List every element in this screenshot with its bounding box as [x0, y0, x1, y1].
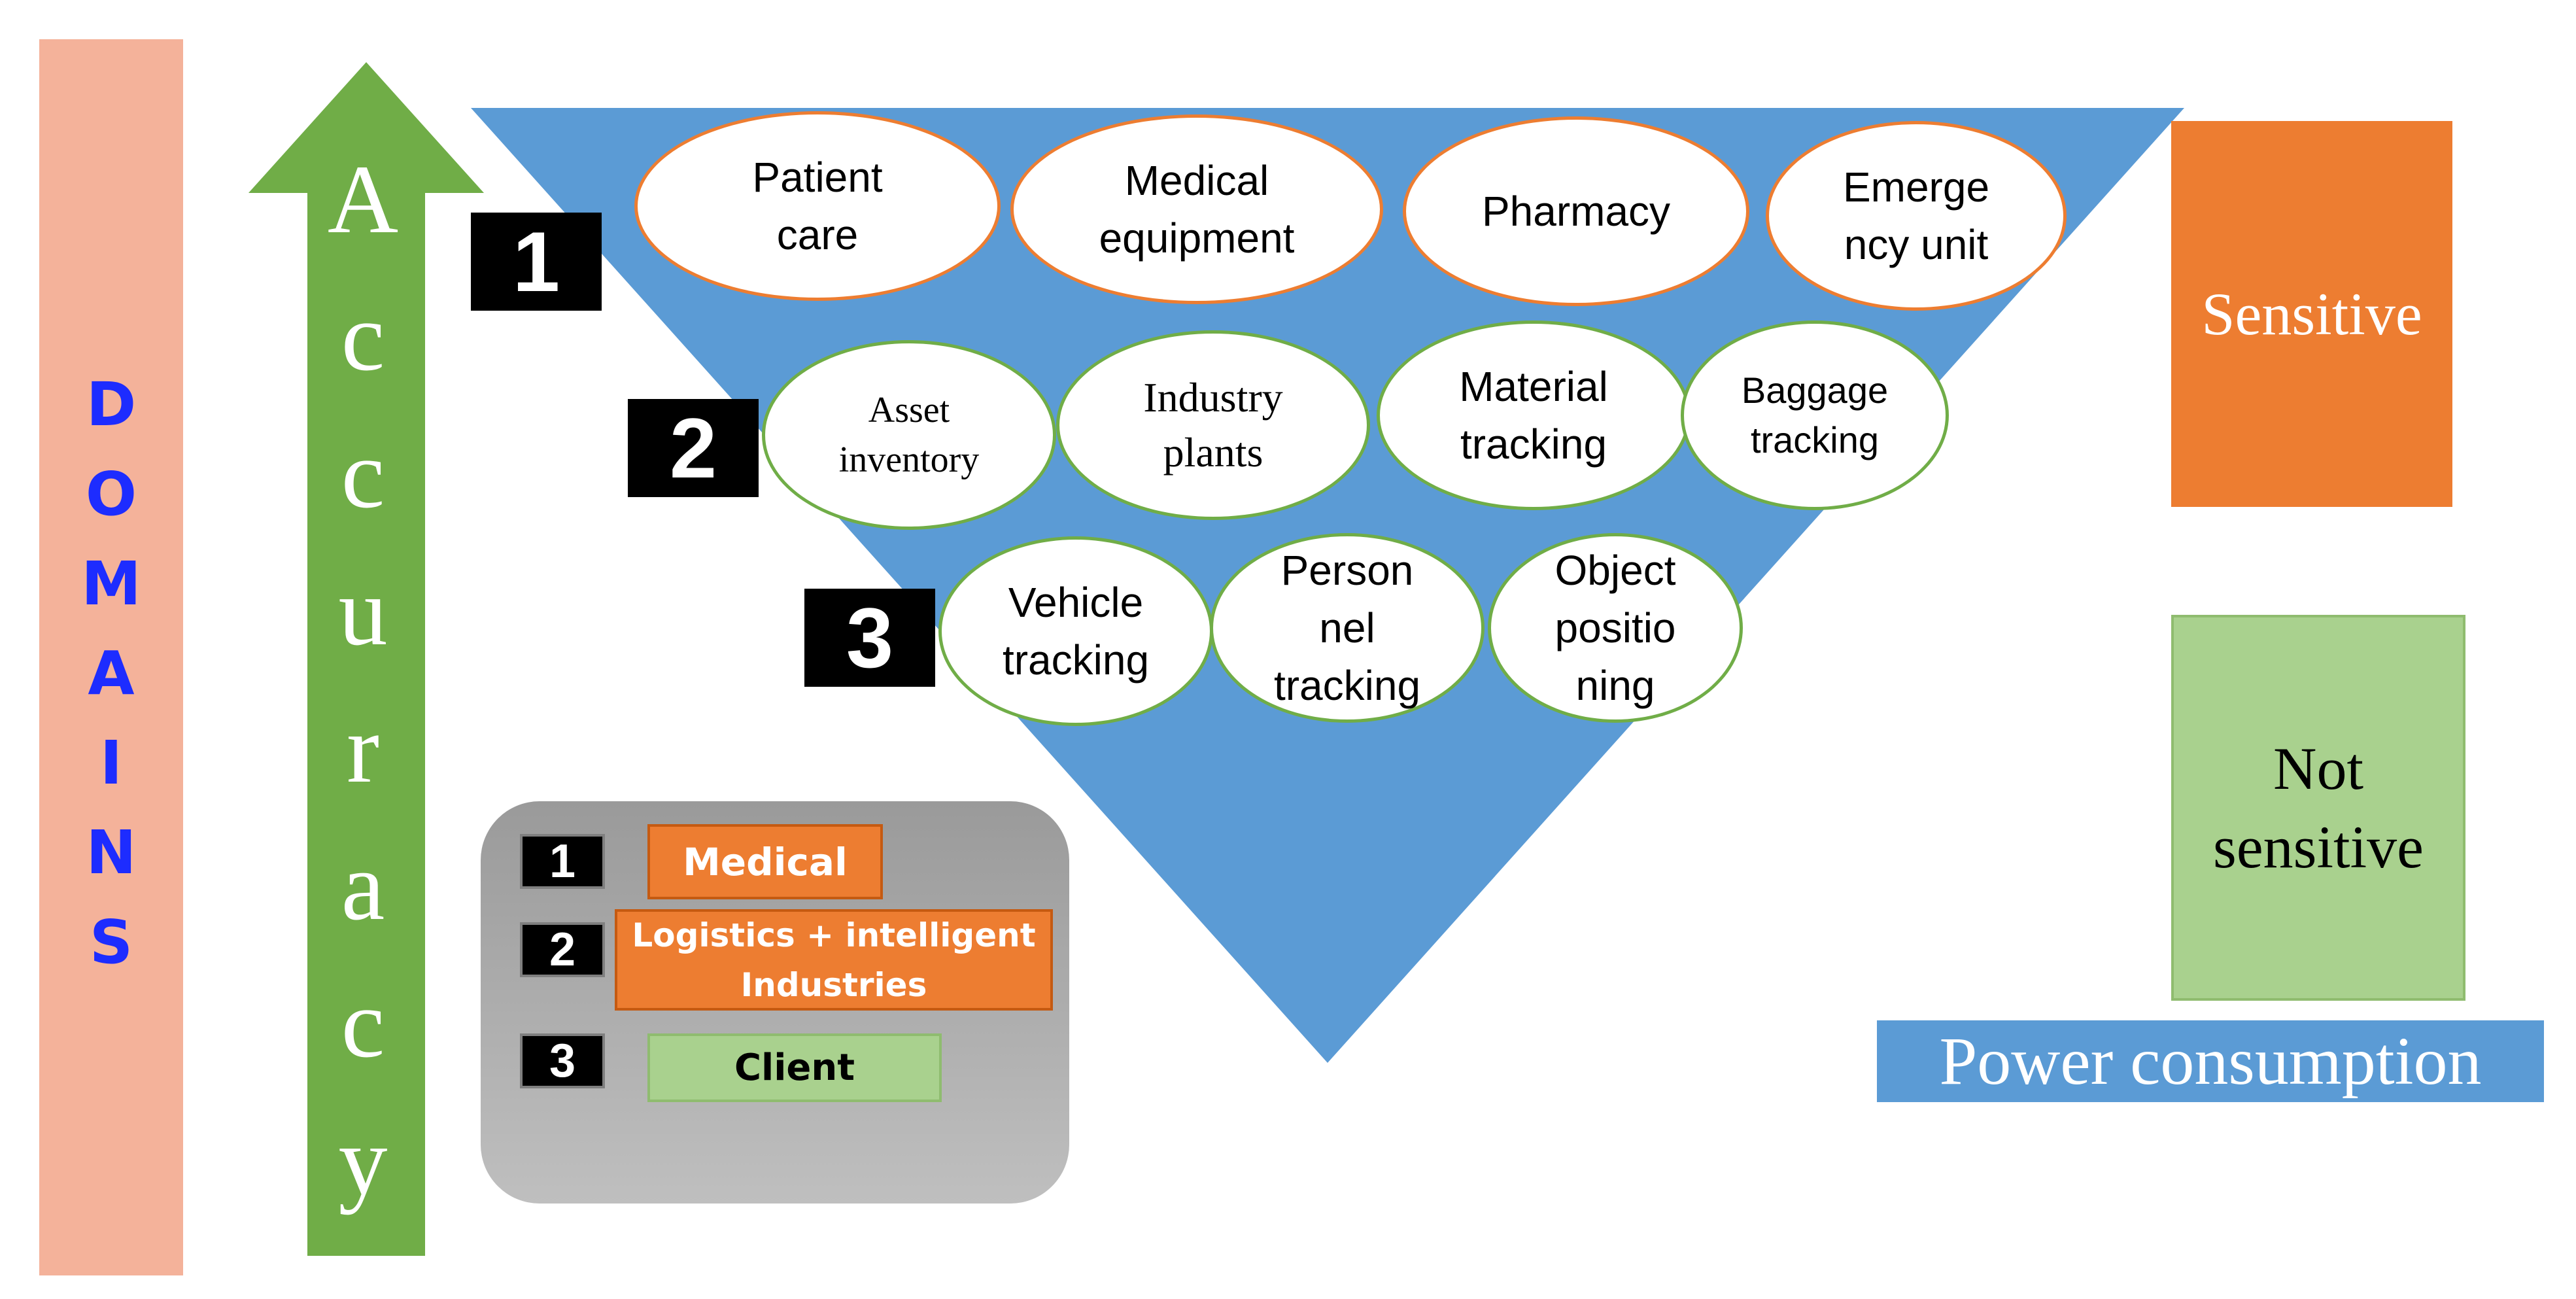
domains-bar: D O M A I N S	[39, 39, 183, 1275]
bubble-emergency-unit: Emerge ncy unit	[1766, 121, 2067, 311]
legend-client: Client	[647, 1033, 942, 1102]
accuracy-letter: a	[341, 832, 385, 941]
legend-3-number: 3	[520, 1033, 605, 1088]
accuracy-letter: A	[327, 145, 399, 254]
legend-1-number: 1	[520, 834, 605, 889]
not-sensitive-box: Not sensitive	[2171, 615, 2465, 1001]
accuracy-arrow	[249, 62, 484, 1256]
legend-medical: Medical	[647, 824, 883, 899]
legend: 1 Medical 2 Logistics + intelligent Indu…	[481, 801, 1069, 1204]
sensitive-box: Sensitive	[2171, 121, 2452, 507]
level-1-number: 1	[471, 213, 602, 311]
bubble-vehicle-tracking: Vehicle tracking	[938, 536, 1213, 726]
bubble-patient-care: Patient care	[634, 111, 1001, 301]
accuracy-letter: c	[341, 969, 385, 1078]
accuracy-letter: y	[338, 1107, 388, 1215]
bubble-asset-inventory: Asset inventory	[762, 340, 1056, 530]
domains-letter: N	[86, 818, 137, 888]
bubble-pharmacy: Pharmacy	[1403, 116, 1749, 306]
accuracy-letter: u	[338, 557, 388, 666]
legend-logistics: Logistics + intelligent Industries	[615, 909, 1053, 1011]
accuracy-letter: c	[341, 283, 385, 391]
bubble-medical-equipment: Medical equipment	[1010, 114, 1383, 304]
bubble-material-tracking: Material tracking	[1377, 320, 1691, 510]
domains-letter: D	[86, 370, 137, 440]
level-3-number: 3	[804, 589, 935, 687]
accuracy-letter: c	[341, 420, 385, 528]
bubble-object-positioning: Object positio ning	[1488, 533, 1743, 723]
bubble-industry-plants: Industry plants	[1056, 330, 1370, 520]
domains-letter: M	[81, 549, 141, 619]
bubble-baggage-tracking: Baggage tracking	[1681, 320, 1949, 510]
power-consumption-label: Power consumption	[1877, 1020, 2544, 1102]
accuracy-arrow-shape	[249, 62, 484, 1256]
domains-letter: I	[99, 728, 123, 798]
domains-letter: S	[89, 907, 133, 977]
level-2-number: 2	[628, 399, 759, 497]
legend-2-number: 2	[520, 922, 605, 977]
domains-letter: A	[88, 638, 135, 708]
bubble-personnel-tracking: Person nel tracking	[1210, 533, 1485, 723]
domains-label: D O M A I N S	[39, 360, 183, 987]
accuracy-letter: r	[347, 695, 379, 803]
accuracy-label: A c c u r a c y	[298, 131, 428, 1230]
domains-letter: O	[85, 459, 137, 529]
